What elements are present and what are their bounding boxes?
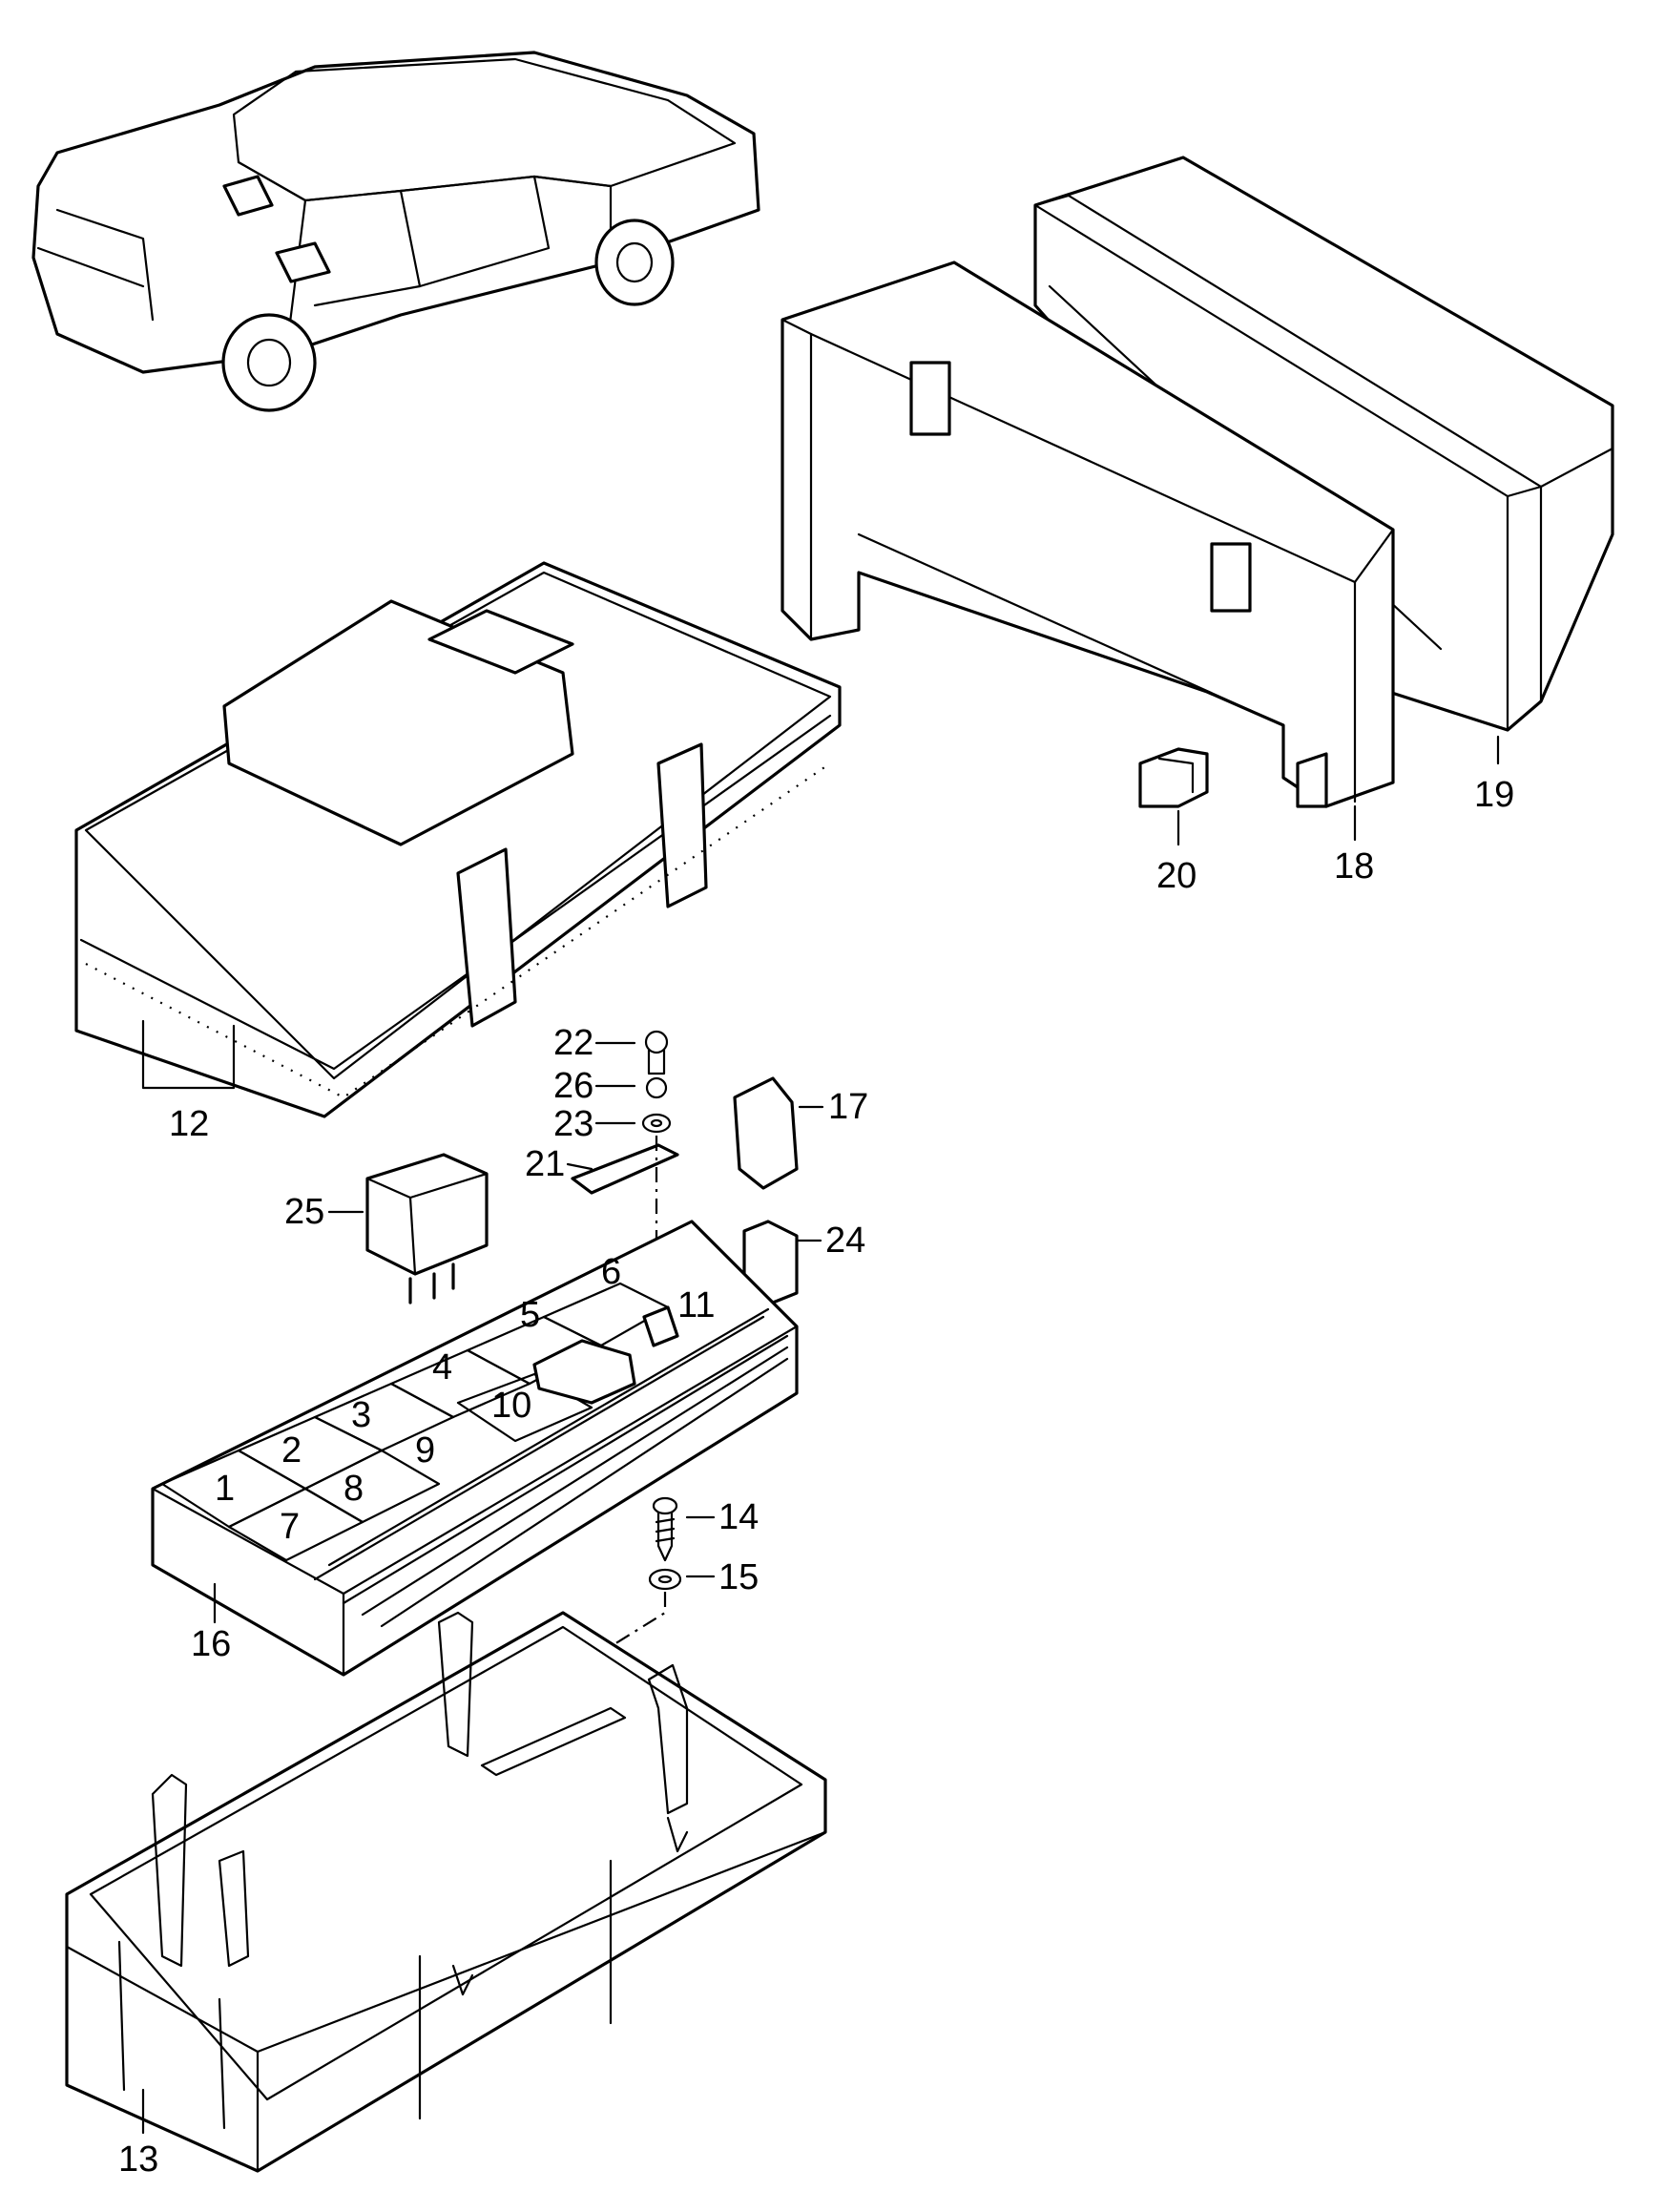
callout-18: 18	[1334, 846, 1374, 887]
part-26-relay	[365, 1153, 489, 1304]
slot-3: 3	[351, 1395, 371, 1435]
slot-9: 9	[415, 1430, 435, 1471]
slot-2: 2	[281, 1430, 302, 1471]
part-20-clip	[1138, 747, 1209, 808]
callout-26: 25	[284, 1192, 324, 1232]
callout-25: 24	[825, 1221, 865, 1261]
relay-slot-numbers: 1 2 3 4 5 6 7 8 9 10 11	[215, 1252, 715, 1547]
part-16-relay-plate	[151, 1220, 799, 1677]
callout-22: 22	[553, 1023, 593, 1063]
callout-15: 15	[718, 1557, 759, 1597]
vehicle-location-illustration	[31, 51, 760, 412]
part-12-cover	[74, 561, 842, 1118]
callout-19: 19	[1474, 775, 1514, 815]
callout-21: 21	[525, 1144, 565, 1184]
callout-24: 26	[553, 1066, 593, 1106]
callout-12: 12	[169, 1104, 209, 1144]
slot-7: 7	[280, 1507, 300, 1547]
slot-10: 10	[491, 1386, 531, 1426]
callout-leader-lines	[141, 735, 1500, 2135]
part-13-base-housing	[65, 1611, 827, 2173]
callout-14: 14	[718, 1497, 759, 1537]
part-17-puller	[733, 1076, 799, 1190]
callout-23: 23	[553, 1104, 593, 1144]
callout-13: 13	[118, 2139, 158, 2180]
callout-17: 17	[828, 1087, 868, 1127]
callout-20: 20	[1156, 856, 1197, 896]
slot-1: 1	[215, 1469, 235, 1509]
slot-5: 5	[520, 1295, 540, 1335]
slot-4: 4	[432, 1347, 452, 1388]
slot-8: 8	[343, 1469, 364, 1509]
slot-6: 6	[601, 1252, 621, 1292]
slot-11: 11	[677, 1285, 715, 1325]
callout-16: 16	[191, 1624, 231, 1664]
part-18-mounting-bracket	[780, 261, 1395, 808]
callout-labels: 19 18 20 12 22 26 23 21 17 24 25 14 15 1…	[118, 775, 1514, 2180]
